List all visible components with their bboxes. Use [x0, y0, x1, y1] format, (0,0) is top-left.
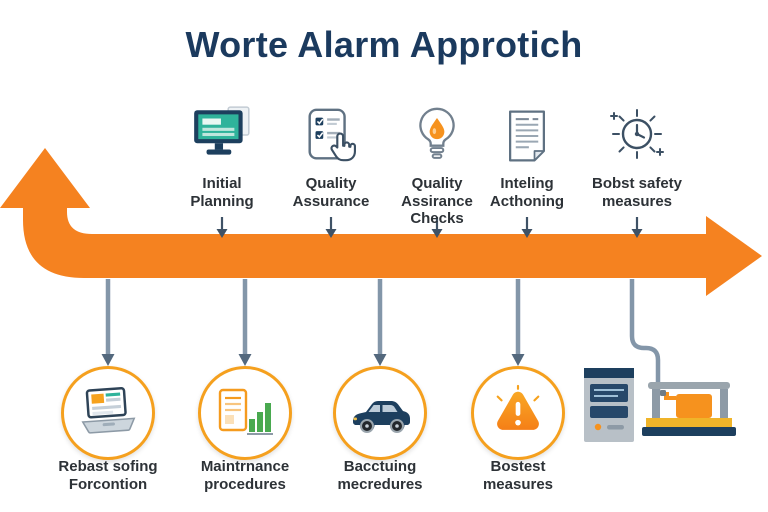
top-step-label: Bobst safety measures — [591, 175, 683, 210]
lightbulb-icon — [419, 107, 455, 159]
bottom-step-label: Bacctuing mecredures — [337, 458, 423, 493]
car-icon — [353, 401, 410, 433]
top-step-label: Quality Assurance — [292, 175, 370, 210]
warning-icon — [496, 384, 540, 430]
bottom-step-circle-laptop — [61, 366, 155, 460]
top-step-safety-measures: Bobst safety measures — [570, 94, 704, 210]
document-icon — [509, 110, 545, 162]
bottom-step-circle-report — [198, 366, 292, 460]
bottom-step-label: Rebast sofing Forcontion — [58, 458, 158, 493]
report-chart-icon — [218, 388, 273, 435]
bottom-step-label: Maintrnance procedures — [200, 458, 290, 493]
laptop-icon — [81, 387, 136, 434]
bottom-step-label: Bostest measures — [482, 458, 554, 493]
bottom-step-circle-warning — [471, 366, 565, 460]
connector-arrowheads — [101, 354, 525, 366]
checklist-icon — [308, 108, 356, 162]
top-step-initial-planning: Initial Planning — [160, 94, 284, 210]
top-step-label: Inteling Acthoning — [489, 175, 565, 210]
monitor-icon — [194, 106, 250, 155]
top-step-label: Initial Planning — [190, 175, 254, 210]
page-title: Worte Alarm Approtich — [185, 24, 583, 65]
gear-clock-icon — [610, 109, 664, 159]
machinery-illustration — [584, 368, 736, 442]
top-step-quality-assurance: Quality Assurance — [270, 94, 392, 210]
bottom-step-circle-car — [333, 366, 427, 460]
top-step-label: Quality Assirance Checks — [401, 175, 473, 228]
